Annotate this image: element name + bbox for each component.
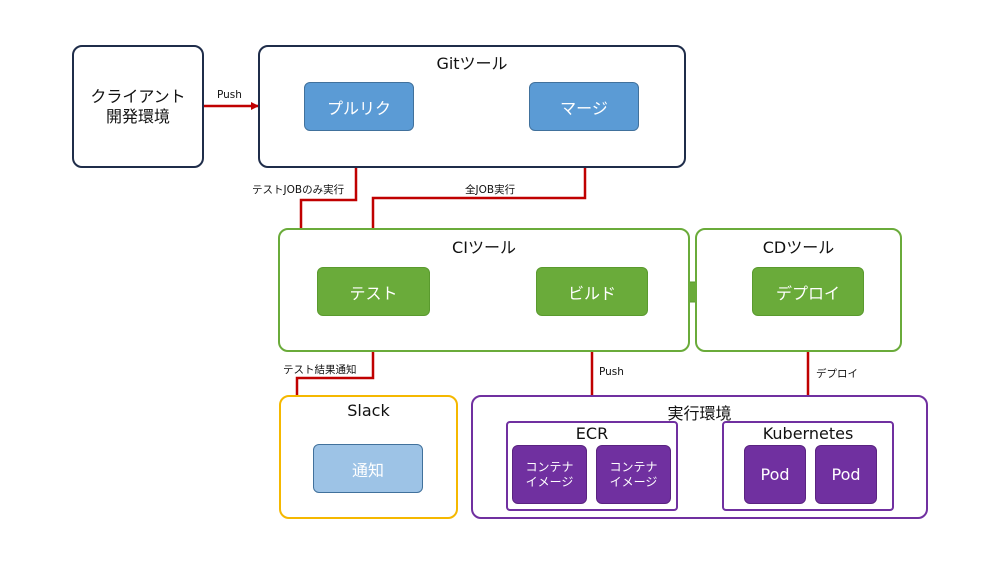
runtime-title: 実行環境 [667,404,732,423]
client-label: クライアント 開発環境 [90,86,186,126]
push-label: Push [217,89,242,101]
kubernetes-title: Kubernetes [762,424,854,443]
test-job-only-label: テストJOBのみ実行 [252,184,345,196]
test-result-label: テスト結果通知 [283,364,357,376]
merge-node: マージ [529,82,639,131]
pod-node-1: Pod [744,445,806,504]
slack-title: Slack [347,401,390,420]
build-node: ビルド [536,267,648,316]
pod-node-2: Pod [815,445,877,504]
notify-node: 通知 [313,444,423,493]
deploy-label: デプロイ [816,368,858,380]
ci-tool-title: CIツール [452,238,516,257]
container-image-node-2: コンテナ イメージ [596,445,671,504]
git-tool-title: Gitツール [436,54,508,73]
client-box: クライアント 開発環境 [72,45,204,168]
container-image-node-1: コンテナ イメージ [512,445,587,504]
ecr-title: ECR [575,424,609,443]
cd-tool-title: CDツール [762,238,835,257]
all-job-label: 全JOB実行 [465,184,516,196]
pull-request-node: プルリク [304,82,414,131]
push-ecr-label: Push [599,366,624,378]
deploy-node: デプロイ [752,267,864,316]
test-node: テスト [317,267,430,316]
